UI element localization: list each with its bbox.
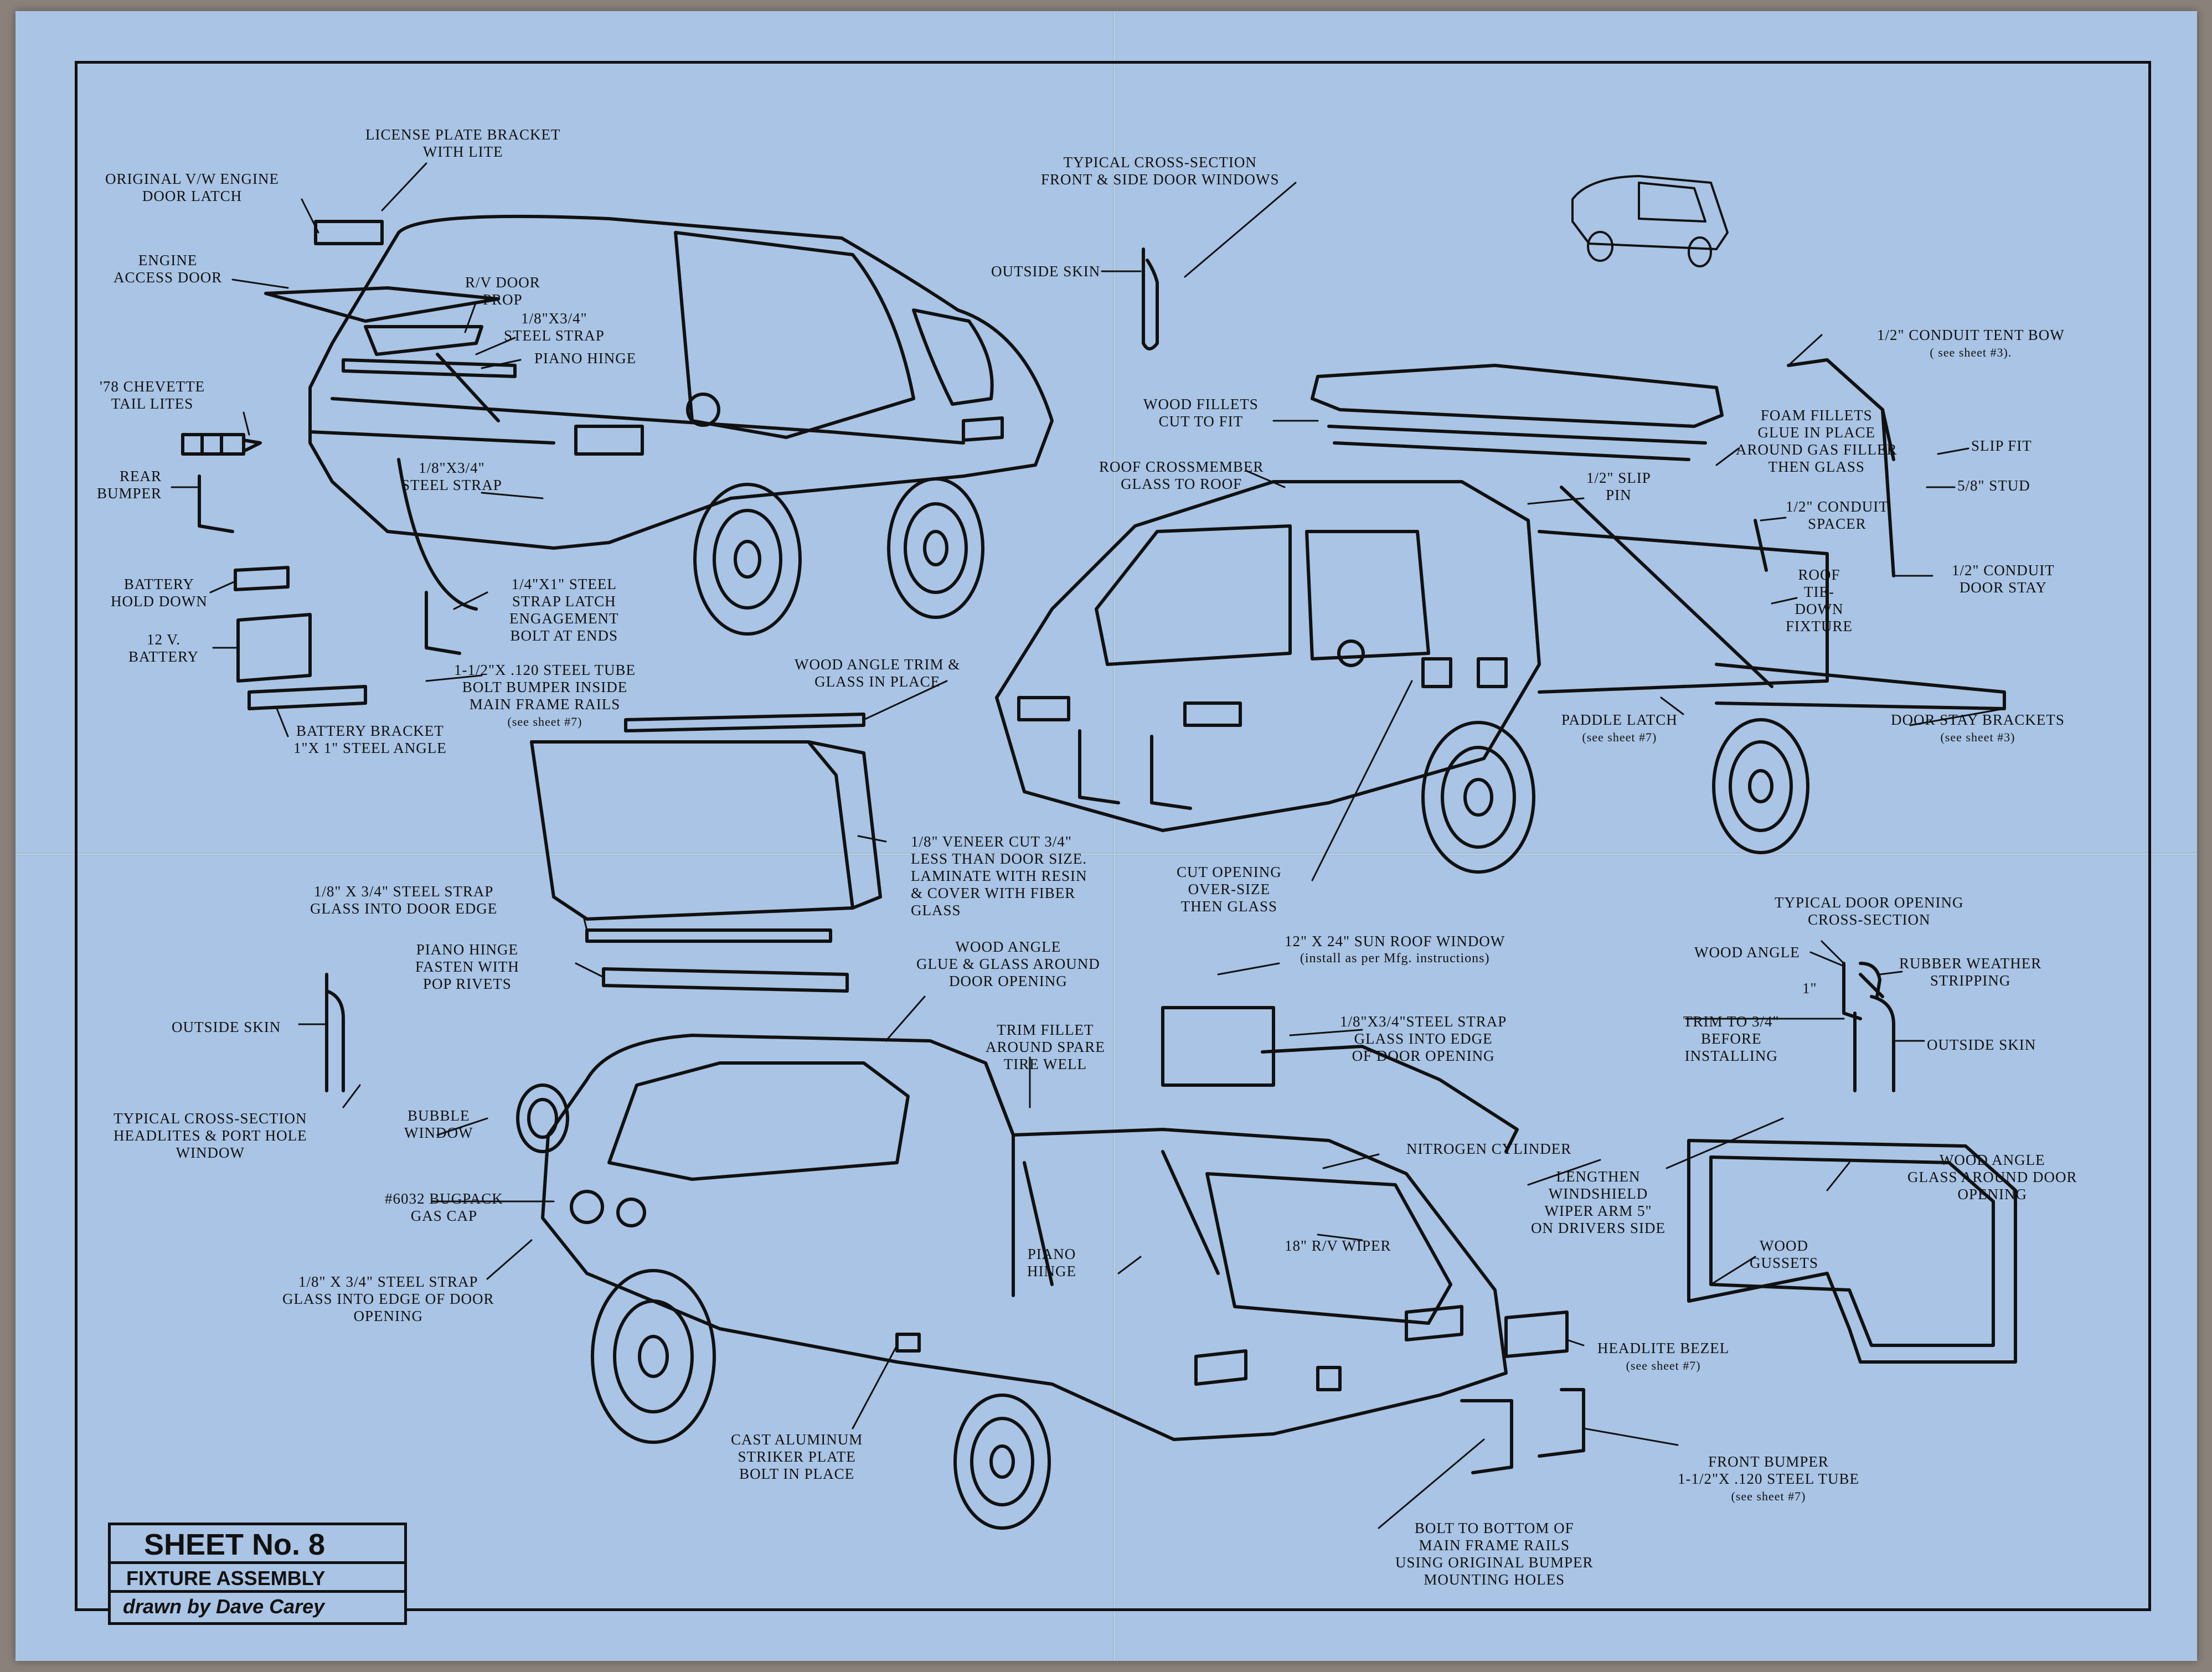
label-door-stay-brackets: DOOR STAY BRACKETS(see sheet #3) [1891,711,2065,744]
sheet-title: FIXTURE ASSEMBLY [111,1564,404,1593]
label-tent-bow: 1/2" CONDUIT TENT BOW( see sheet #3). [1877,327,2065,359]
leader-lines [171,162,2005,1529]
xsec-headlite-drawing [325,973,345,1092]
label-sun-roof: 12" X 24" SUN ROOF WINDOW(install as per… [1285,933,1505,966]
door-panel-drawing [530,713,882,993]
title-block: SHEET No. 8 FIXTURE ASSEMBLY drawn by Da… [108,1523,407,1625]
label-paddle-latch: PADDLE LATCH(see sheet #7) [1561,711,1678,744]
label-one-inch: 1" [1802,980,1817,997]
label-outside-skin-left: OUTSIDE SKIN [172,1019,281,1035]
label-veneer: 1/8" VENEER CUT 3/4"LESS THAN DOOR SIZE.… [911,833,1087,918]
label-wood-angle-trim: WOOD ANGLE TRIM &GLASS IN PLACE [795,656,961,690]
xsec-door-drawing [1842,962,1895,1092]
blueprint-paper [16,11,2197,1661]
vertical-fold [1113,11,1116,1661]
front-car-drawing [516,1006,1585,1530]
rear-vehicle-drawing [181,214,1054,710]
xsec-window-drawing [1142,247,1159,350]
sheet-author: drawn by Dave Carey [123,1595,325,1618]
label-outside-skin-top: OUTSIDE SKIN [991,263,1101,280]
label-piano-hinge-top: PIANO HINGE [534,350,637,367]
rv-body-drawing [995,358,2006,874]
horizontal-fold [16,853,2197,856]
label-battery: 12 V.BATTERY [128,631,199,665]
label-trim-to: TRIM TO 3/4"BEFORE INSTALLING [1683,1013,1780,1064]
label-nitrogen: NITROGEN CYLINDER [1406,1141,1572,1157]
label-steel-strap-mid: 1/8"X3/4"STEEL STRAP [401,460,502,493]
label-steel-strap-top: 1/8"X3/4"STEEL STRAP [504,310,605,344]
label-headlite-bezel: HEADLITE BEZEL(see sheet #7) [1597,1340,1730,1372]
label-outside-skin-right: OUTSIDE SKIN [1927,1036,2036,1053]
sheet-number: SHEET No. 8 [111,1525,404,1564]
drawing-frame [75,61,2151,1611]
gusset-drawing [1687,1139,2017,1364]
small-car-icon [1571,175,1729,267]
label-stud: 5/8" STUD [1957,477,2030,494]
label-slip-fit: SLIP FIT [1971,437,2032,454]
label-wood-angle-right: WOOD ANGLE [1694,944,1800,961]
label-wiper: 18" R/V WIPER [1285,1237,1391,1254]
